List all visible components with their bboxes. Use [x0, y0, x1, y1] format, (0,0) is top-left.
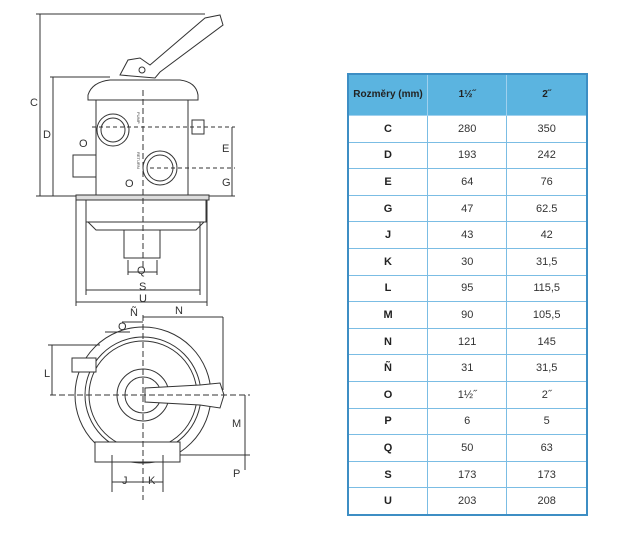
- dimension-key: O: [347, 380, 428, 409]
- dimension-value: 2˝: [506, 380, 587, 409]
- dimension-value: 242: [506, 141, 587, 169]
- label-j: J: [122, 475, 128, 487]
- dimension-value: 64: [427, 168, 507, 196]
- dimension-key: D: [347, 141, 428, 169]
- dimension-value: 42: [506, 221, 587, 249]
- dimension-key: Q: [347, 434, 428, 462]
- dimension-value: 350: [506, 115, 587, 143]
- dimension-value: 115,5: [506, 274, 587, 302]
- dimension-value: 105,5: [506, 301, 587, 329]
- handle: [119, 14, 224, 79]
- table-header-row: Rozměry (mm) 1½˝ 2˝: [347, 73, 588, 116]
- dimension-value: 173: [506, 460, 587, 488]
- dimension-key: P: [347, 407, 428, 435]
- label-p: P: [233, 468, 240, 480]
- dimension-key: N: [347, 327, 428, 355]
- label-n: N: [175, 305, 183, 317]
- label-n-tilde: Ñ: [130, 306, 138, 319]
- dimension-value: 76: [506, 168, 587, 196]
- return-port-label: RETURN: [136, 152, 141, 169]
- dimension-value: 5: [506, 407, 587, 435]
- label-c: C: [30, 97, 38, 109]
- dimension-value: 50: [427, 434, 507, 462]
- dimension-value: 121: [427, 327, 507, 355]
- label-s: S: [139, 281, 146, 293]
- dimension-value: 31: [427, 354, 507, 382]
- header-size-1-5: 1½˝: [427, 73, 508, 116]
- dimension-value: 31,5: [506, 354, 587, 382]
- dimension-value: 63: [506, 434, 587, 462]
- dimension-value: 208: [506, 487, 587, 515]
- dimension-value: 43: [427, 221, 507, 249]
- label-q: Q: [137, 265, 146, 277]
- label-k: K: [148, 475, 156, 487]
- dimension-key: S: [347, 460, 428, 488]
- dimension-key: G: [347, 194, 428, 222]
- dimension-value: 31,5: [506, 247, 587, 276]
- pump-port-label: PUMP: [136, 112, 141, 124]
- dimension-key: J: [347, 221, 428, 249]
- header-size-2: 2˝: [506, 73, 588, 116]
- dimension-key: L: [347, 274, 428, 302]
- dimension-value: 30: [427, 247, 507, 276]
- label-e: E: [222, 143, 229, 155]
- dimension-value: 95: [427, 274, 507, 302]
- dimension-labels: C D O O E G Q S U Ñ N O L M P J K PUMP R…: [30, 97, 241, 487]
- dimension-key: Ñ: [347, 354, 428, 382]
- dimension-key: M: [347, 301, 428, 329]
- dimension-key: C: [347, 115, 428, 143]
- dimension-value: 90: [427, 301, 507, 329]
- dimension-value: 6: [427, 407, 507, 435]
- label-o-return: O: [125, 178, 134, 190]
- dimension-key: U: [347, 487, 428, 515]
- dimension-value: 1½˝: [427, 380, 507, 409]
- dimension-key: E: [347, 168, 428, 196]
- label-l: L: [44, 368, 50, 380]
- dimension-value: 193: [427, 141, 507, 169]
- dimension-value: 173: [427, 460, 507, 488]
- top-view: [48, 315, 250, 500]
- dimension-key: K: [347, 247, 428, 276]
- pump-port-icon: [96, 113, 130, 147]
- side-view: [36, 13, 235, 306]
- label-u: U: [139, 293, 147, 305]
- header-dimensions: Rozměry (mm): [347, 73, 429, 116]
- label-d: D: [43, 129, 51, 141]
- label-g: G: [222, 177, 231, 189]
- valve-dimension-drawing: C D O O E G Q S U Ñ N O L M P J K PUMP R…: [30, 13, 250, 500]
- dimension-value: 62.5: [506, 194, 587, 222]
- label-m: M: [232, 418, 241, 430]
- label-o-top: O: [118, 321, 127, 333]
- dimension-value: 47: [427, 194, 507, 222]
- dimension-value: 280: [427, 115, 507, 143]
- label-o-pump: O: [79, 138, 88, 150]
- dimension-value: 203: [427, 487, 507, 515]
- dimension-value: 145: [506, 327, 587, 355]
